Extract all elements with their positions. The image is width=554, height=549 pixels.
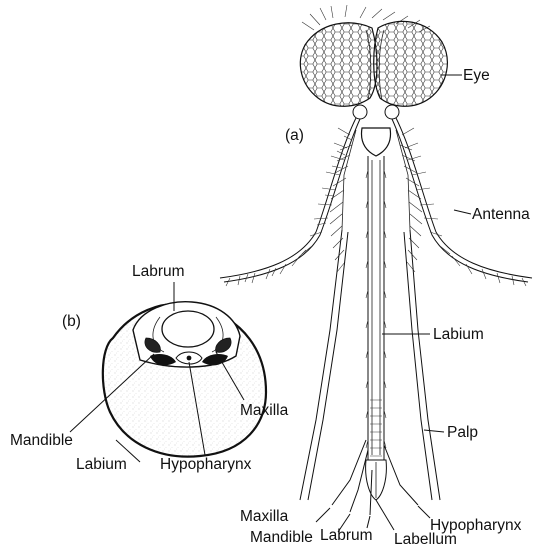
label-mandible-b: Mandible	[10, 432, 73, 449]
clypeus	[362, 128, 391, 156]
labrum-section	[162, 311, 214, 347]
mandible-stylet-a	[350, 450, 368, 512]
panel-b-label: (b)	[62, 313, 81, 330]
right-compound-eye	[374, 21, 448, 106]
left-antennal-base	[353, 105, 367, 119]
label-hypopharynx-a: Hypopharynx	[430, 517, 522, 534]
left-compound-eye	[300, 23, 377, 106]
label-labium-a: Labium	[433, 326, 484, 343]
label-labrum-b: Labrum	[132, 263, 185, 280]
label-maxilla-a: Maxilla	[240, 508, 289, 525]
panel-a-label: (a)	[285, 127, 304, 144]
maxilla-stylet-a	[332, 440, 366, 505]
right-palp	[404, 230, 440, 500]
label-palp: Palp	[447, 424, 478, 441]
label-hypopharynx-b: Hypopharynx	[160, 456, 252, 473]
label-mandible-a: Mandible	[250, 529, 313, 546]
label-labrum-a: Labrum	[320, 527, 373, 544]
right-antenna	[392, 118, 532, 286]
right-antennal-base	[385, 105, 399, 119]
label-antenna: Antenna	[472, 206, 530, 223]
leader-lines-a	[316, 75, 471, 532]
hypopharynx-stylet-a	[384, 445, 418, 505]
label-labium-b: Labium	[76, 456, 127, 473]
label-maxilla-b: Maxilla	[240, 402, 289, 419]
label-eye: Eye	[463, 67, 490, 84]
proboscis	[366, 156, 387, 500]
left-palp	[300, 230, 348, 500]
